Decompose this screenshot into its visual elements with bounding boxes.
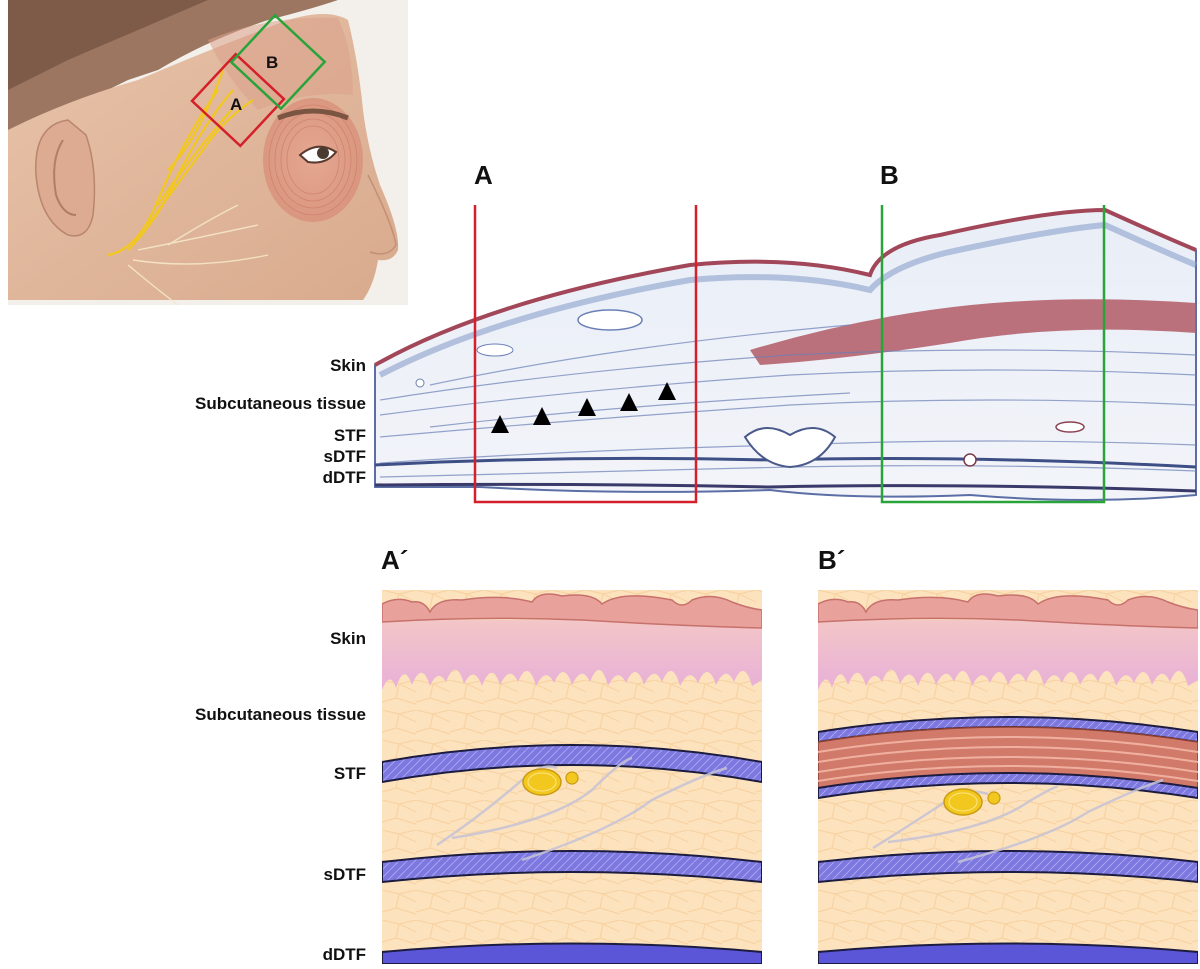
histology-label-stf: STF <box>333 426 366 445</box>
schematic-b-stf-lower <box>818 772 1198 800</box>
ear <box>35 119 96 237</box>
schematic-label-subcutaneous: Subcutaneous tissue <box>195 705 366 724</box>
histology-label-subcutaneous: Subcutaneous tissue <box>195 394 366 413</box>
frontalis-muscle <box>208 17 353 110</box>
histology-box-b <box>880 205 1106 504</box>
histology-panel-b-label: B <box>880 160 899 190</box>
schematic-b-ddtf-layer <box>818 942 1198 964</box>
histology-panel-a-label: A <box>474 160 493 190</box>
schematic-a-prime <box>382 590 762 964</box>
schematic-b-sdtf-layer <box>818 850 1198 884</box>
face-box-a <box>190 52 286 148</box>
schematic-label-sdtf: sDTF <box>323 865 367 884</box>
eyebrow <box>277 108 349 121</box>
histology-muscle <box>750 299 1196 365</box>
schematic-a-ddtf-layer <box>382 942 762 964</box>
schematic-a-stf-layer <box>382 744 762 784</box>
schematic-panel-b-label: B´ <box>818 545 846 575</box>
face-box-b <box>229 13 327 111</box>
schematic-a-sdtf-layer <box>382 850 762 884</box>
schematic-a-epidermis <box>382 593 762 629</box>
facial-nerve-temporal-branches <box>107 69 254 257</box>
histology-section <box>374 205 1198 504</box>
face-box-b-label: B <box>266 53 278 72</box>
histology-label-sdtf: sDTF <box>323 447 367 466</box>
histology-label-ddtf: dDTF <box>322 468 366 487</box>
schematic-panel-a-label: A´ <box>381 545 409 575</box>
histology-box-a <box>473 205 698 504</box>
schematic-label-ddtf: dDTF <box>322 945 366 964</box>
schematic-label-skin: Skin <box>330 629 366 648</box>
schematic-b-prime <box>818 590 1198 964</box>
schematic-b-dermis <box>818 620 1198 690</box>
histology-label-skin: Skin <box>330 356 366 375</box>
face-illustration: A B <box>8 0 408 305</box>
face-box-a-label: A <box>230 95 242 114</box>
schematic-label-stf: STF <box>333 764 366 783</box>
schematic-a-dermis <box>382 620 762 690</box>
schematic-b-epidermis <box>818 593 1198 629</box>
nerve-arrowheads <box>491 382 676 433</box>
